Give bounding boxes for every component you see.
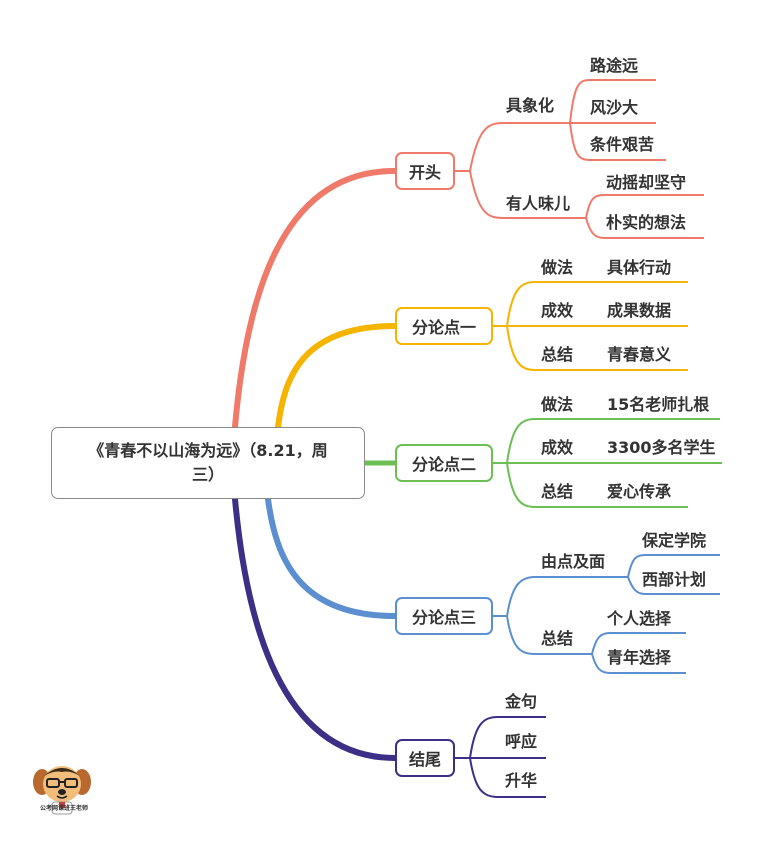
b2-val-3[interactable]: 青春意义 bbox=[607, 345, 672, 364]
b5-leaf-1[interactable]: 金句 bbox=[505, 692, 538, 711]
b2-key-1[interactable]: 做法 bbox=[541, 258, 574, 277]
branch-argument-1[interactable]: 分论点一 bbox=[395, 307, 493, 345]
branch-opening[interactable]: 开头 bbox=[395, 152, 455, 190]
b1-leaf-3[interactable]: 条件艰苦 bbox=[590, 135, 655, 154]
b3-links bbox=[493, 418, 722, 508]
b5-links bbox=[455, 716, 546, 798]
b1-links bbox=[455, 79, 704, 239]
root-title-line2: 三） bbox=[191, 465, 224, 484]
b5-leaf-3[interactable]: 升华 bbox=[505, 771, 538, 790]
b3-val-3[interactable]: 爱心传承 bbox=[607, 482, 672, 501]
b2-key-3[interactable]: 总结 bbox=[541, 345, 574, 364]
b1-sub-human[interactable]: 有人味儿 bbox=[506, 194, 571, 213]
b4-leaf-1[interactable]: 保定学院 bbox=[642, 531, 707, 550]
b3-key-2[interactable]: 成效 bbox=[541, 438, 574, 457]
b4-sub-summary[interactable]: 总结 bbox=[541, 629, 574, 648]
b1-leaf-1[interactable]: 路途远 bbox=[590, 56, 639, 75]
b3-val-2[interactable]: 3300多名学生 bbox=[607, 438, 716, 457]
b2-key-2[interactable]: 成效 bbox=[541, 301, 574, 320]
b2-val-2[interactable]: 成果数据 bbox=[607, 301, 672, 320]
branch-ending[interactable]: 结尾 bbox=[395, 739, 455, 777]
link-root-b2 bbox=[275, 323, 398, 430]
b4-links bbox=[493, 554, 720, 674]
b2-links bbox=[493, 281, 688, 371]
b1-leaf-5[interactable]: 朴实的想法 bbox=[606, 213, 687, 232]
b3-key-3[interactable]: 总结 bbox=[541, 482, 574, 501]
root-topic[interactable]: 《青春不以山海为远》（8.21，周 三） bbox=[51, 427, 365, 499]
b4-leaf-4[interactable]: 青年选择 bbox=[607, 648, 672, 667]
b4-leaf-2[interactable]: 西部计划 bbox=[642, 570, 707, 589]
watermark-text: 公考网课班王老师 bbox=[39, 805, 88, 812]
link-root-b5 bbox=[232, 496, 398, 761]
b4-sub-point-to-plane[interactable]: 由点及面 bbox=[541, 552, 606, 571]
b1-sub-concrete[interactable]: 具象化 bbox=[506, 96, 555, 115]
b3-key-1[interactable]: 做法 bbox=[541, 395, 574, 414]
b1-leaf-4[interactable]: 动摇却坚守 bbox=[606, 173, 687, 192]
root-title-line1: 《青春不以山海为远》（8.21，周 bbox=[88, 441, 328, 460]
branch-argument-3[interactable]: 分论点三 bbox=[395, 597, 493, 635]
b5-leaf-2[interactable]: 呼应 bbox=[505, 732, 538, 751]
link-root-b1 bbox=[232, 167, 398, 430]
b2-val-1[interactable]: 具体行动 bbox=[607, 258, 672, 277]
branch-argument-2[interactable]: 分论点二 bbox=[395, 444, 493, 482]
b3-val-1[interactable]: 15名老师扎根 bbox=[607, 395, 710, 414]
cartoon-dog-teacher-icon bbox=[33, 766, 91, 815]
b4-leaf-3[interactable]: 个人选择 bbox=[607, 609, 672, 628]
link-root-b4 bbox=[265, 496, 398, 619]
b1-leaf-2[interactable]: 风沙大 bbox=[590, 98, 639, 117]
